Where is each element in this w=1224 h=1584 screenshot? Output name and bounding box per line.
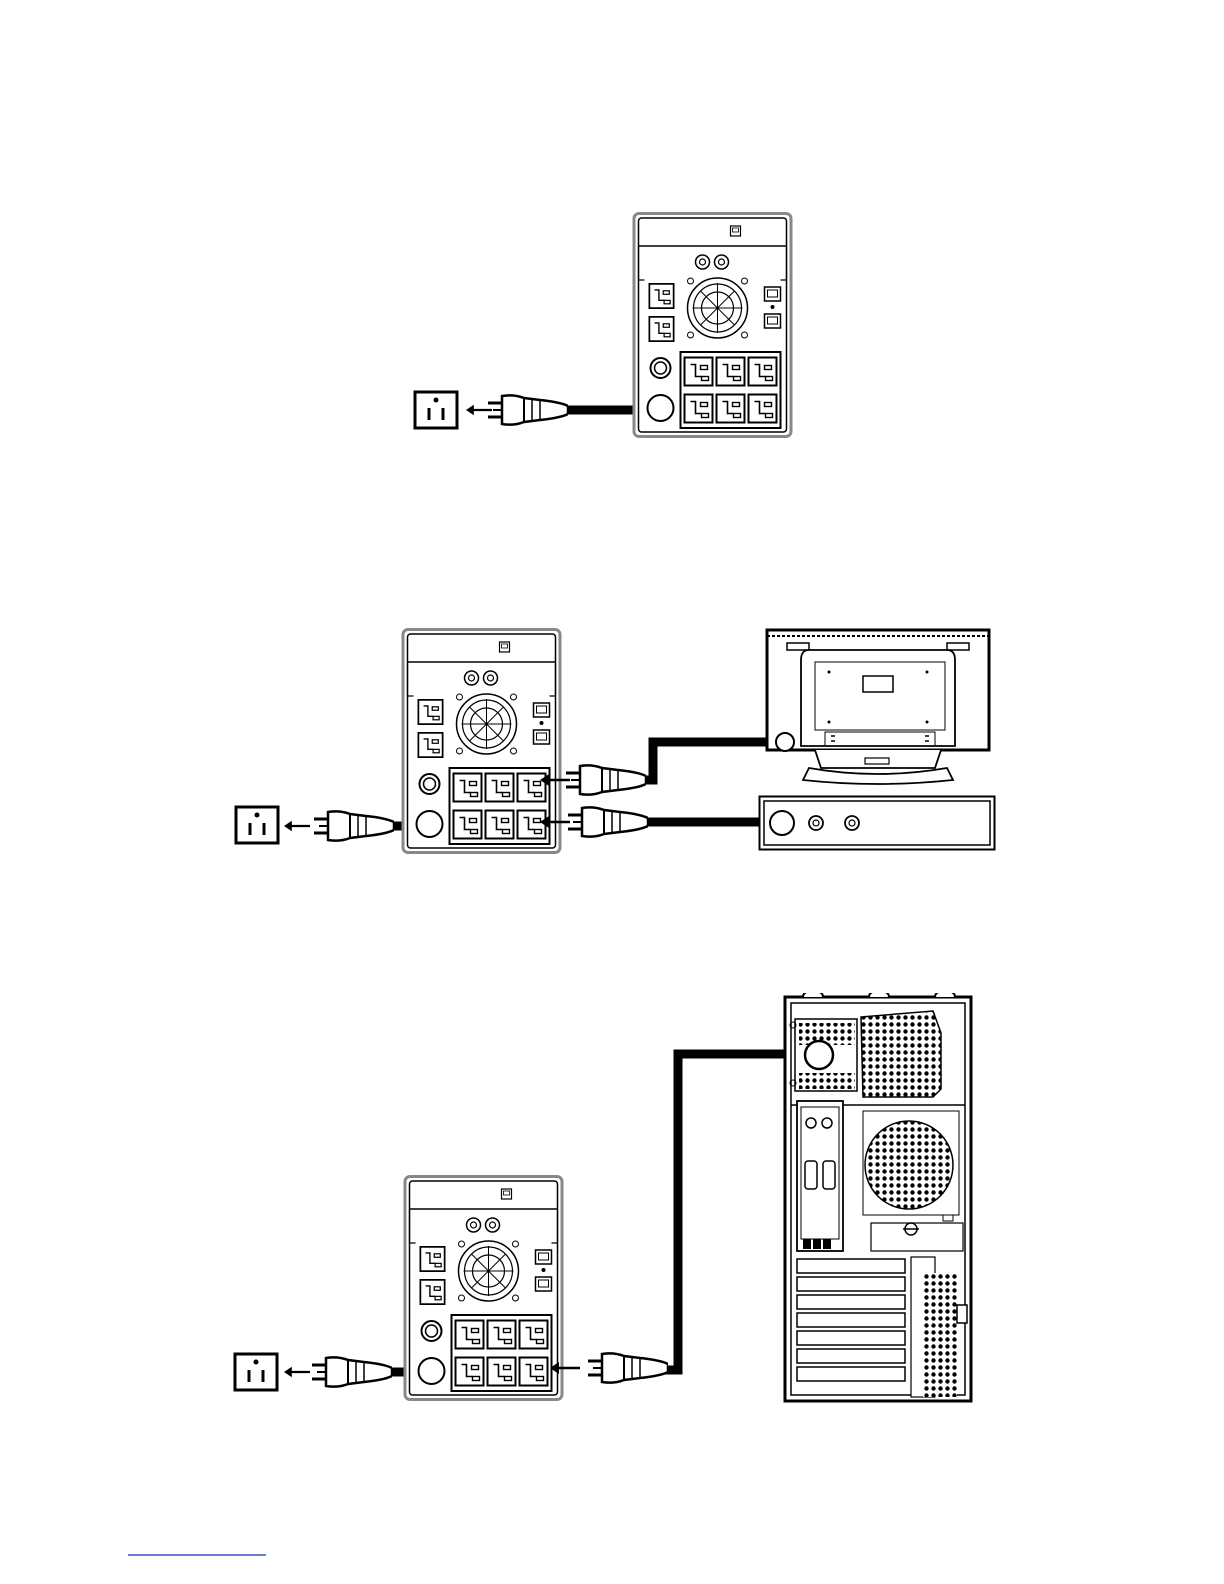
tv-rear-icon [767, 630, 989, 784]
wall-outlet-icon [415, 392, 457, 428]
power-plug-icon [488, 395, 568, 424]
ups-rear-panel-icon [403, 630, 560, 853]
power-plug-icon [314, 811, 394, 840]
diagram-ups-tv-receiver [236, 630, 995, 853]
tv-power-cable [640, 742, 786, 780]
arrow-left-icon [284, 821, 310, 831]
power-plug-icon [588, 1353, 668, 1382]
diagram-ups-pc-tower [235, 991, 971, 1401]
wall-outlet-icon [235, 1354, 277, 1390]
power-plug-icon [566, 765, 646, 794]
ups-rear-panel-icon [405, 1177, 562, 1400]
power-plug-icon [312, 1357, 392, 1386]
arrow-left-icon [284, 1367, 310, 1377]
ups-rear-panel-icon [634, 214, 791, 437]
wall-outlet-icon [236, 807, 278, 843]
receiver-icon [760, 797, 995, 850]
arrow-left-icon [466, 405, 492, 415]
diagram-ups-to-wall [415, 214, 791, 437]
pc-tower-icon [785, 991, 971, 1401]
power-plug-icon [568, 807, 648, 836]
